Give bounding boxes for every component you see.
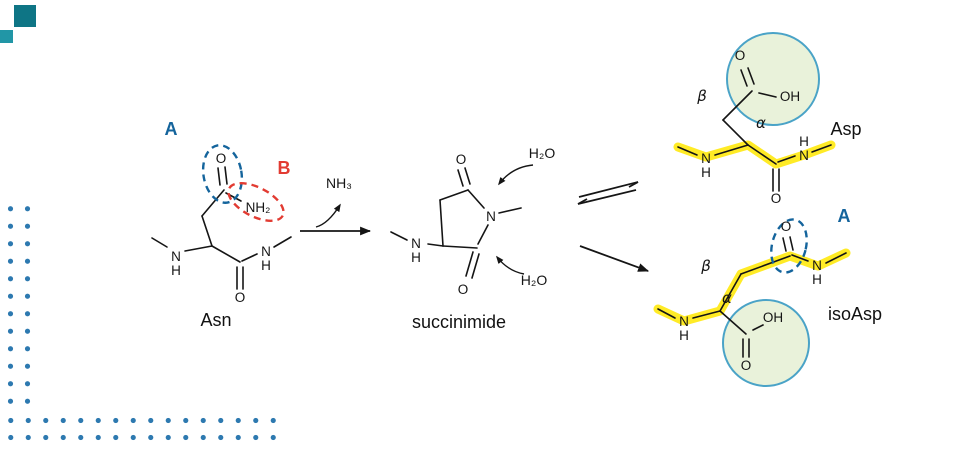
- atom-h-left-asn: H: [171, 263, 181, 278]
- atom-n-right-asp: N: [799, 148, 809, 163]
- nh3-label: NH₃: [326, 175, 352, 191]
- atom-o-main-asp: O: [771, 191, 782, 206]
- atom-o-main-isoasp: O: [781, 219, 792, 234]
- atom-h-right-asp: H: [799, 134, 809, 149]
- alpha-label-asp: α: [756, 114, 766, 132]
- dot-pattern-left: [2, 200, 36, 410]
- asp-structure: β α O OH N H O H N Asp: [677, 48, 862, 206]
- region-a-label-asn: A: [165, 119, 178, 139]
- atom-oh-asp: OH: [780, 89, 800, 104]
- alpha-label-isoasp: α: [722, 289, 732, 307]
- atom-n-left-asp: N: [701, 151, 711, 166]
- atom-o-main-asn: O: [235, 290, 246, 305]
- beta-label-isoasp: β: [700, 257, 711, 275]
- region-a-label-isoasp: A: [838, 206, 851, 226]
- cooh-circle-asp: [726, 32, 820, 126]
- nh3-curved-arrow: [315, 203, 341, 228]
- asn-structure: A B O NH₂ N H O N H Asn: [151, 119, 292, 330]
- molecule-name-asp: Asp: [830, 119, 861, 139]
- h2o-label-top: H₂O: [529, 145, 556, 161]
- atom-h-left-succinimide: H: [411, 250, 421, 265]
- atom-o-acid-asp: O: [735, 48, 746, 63]
- cooh-circle-isoasp: [722, 299, 810, 387]
- region-b-label-asn: B: [278, 158, 291, 178]
- equilibrium-arrow: [577, 181, 639, 205]
- isoasp-arrow: [579, 245, 650, 272]
- h2o-arrow-bottom: [496, 255, 525, 275]
- beta-label-asp: β: [696, 87, 707, 105]
- decor-square-small: [0, 30, 13, 43]
- atom-n-left-asn: N: [171, 249, 181, 264]
- decor-square-large: [14, 5, 36, 27]
- molecule-name-isoasp: isoAsp: [828, 304, 882, 324]
- region-a-ellipse-asn: [201, 144, 244, 204]
- h2o-arrow-top: [498, 164, 534, 186]
- molecule-name-asn: Asn: [200, 310, 231, 330]
- h2o-label-bottom: H₂O: [521, 272, 548, 288]
- atom-n-left-succinimide: N: [411, 236, 421, 251]
- atom-n-left-isoasp: N: [679, 314, 689, 329]
- dot-pattern-bottom: [2, 412, 282, 446]
- region-b-ellipse-asn: [227, 182, 285, 222]
- atom-h-right-isoasp: H: [812, 272, 822, 287]
- atom-nh2-asn: NH₂: [246, 200, 271, 215]
- atom-h-right-asn: H: [261, 258, 271, 273]
- succinimide-structure: O O N N H H₂O H₂O succinimide: [390, 145, 556, 332]
- atom-n-right-asn: N: [261, 244, 271, 259]
- atom-o-bottom-succinimide: O: [458, 282, 469, 297]
- atom-h-left-isoasp: H: [679, 328, 689, 343]
- atom-n-ring-succinimide: N: [486, 209, 496, 224]
- reaction-arrow-group: NH₃: [300, 175, 372, 236]
- atom-h-left-asp: H: [701, 165, 711, 180]
- atom-o-sidechain-asn: O: [216, 151, 227, 166]
- atom-o-acid-isoasp: O: [741, 358, 752, 373]
- atom-oh-isoasp: OH: [763, 310, 783, 325]
- molecule-name-succinimide: succinimide: [412, 312, 506, 332]
- isoasp-structure: A β α O N H N H OH O isoAsp: [657, 206, 882, 373]
- atom-n-right-isoasp: N: [812, 258, 822, 273]
- atom-o-top-succinimide: O: [456, 152, 467, 167]
